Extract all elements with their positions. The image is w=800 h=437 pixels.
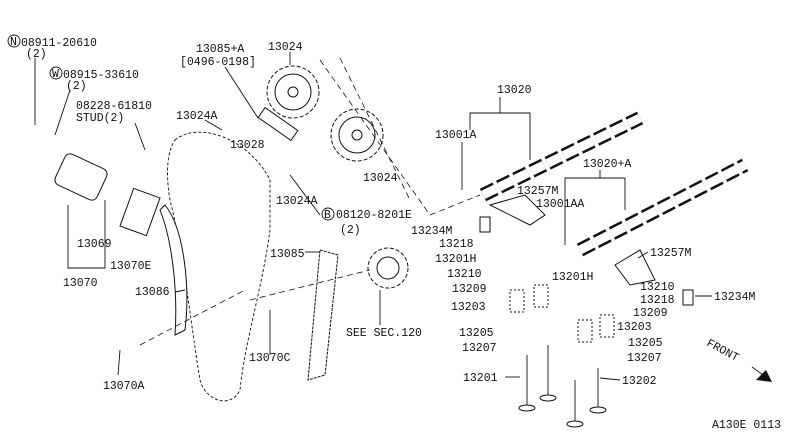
- label: 13201H: [435, 253, 476, 266]
- label: 08120-8201E: [336, 209, 412, 222]
- w-symbol-icon: [49, 66, 63, 80]
- label: 13205: [459, 327, 494, 340]
- guide-13085: [307, 249, 339, 381]
- rocker-left: [488, 194, 546, 226]
- b-symbol: B: [324, 209, 331, 222]
- label: 13218: [439, 238, 474, 251]
- rocker-right: [614, 249, 656, 286]
- leader-lines: [34, 52, 712, 381]
- label: 13201H: [552, 271, 593, 284]
- diagram-code: A130E 0113: [712, 419, 781, 432]
- label: 13203: [617, 321, 652, 334]
- label: SEE SEC.120: [346, 327, 422, 340]
- label: 08911-20610: [21, 37, 97, 50]
- label: 13070C: [249, 352, 291, 365]
- label: 13001AA: [536, 198, 584, 211]
- front-label: FRONT: [704, 337, 741, 365]
- label: 13234M: [411, 225, 453, 238]
- gasket: [119, 187, 161, 237]
- sprocket-top: [266, 65, 320, 119]
- dashed-alignment-lines: [139, 57, 481, 346]
- timing-chain: [167, 131, 271, 402]
- valves: [518, 345, 607, 428]
- label: (2): [26, 48, 47, 61]
- label: 13001A: [435, 129, 477, 142]
- label: 13210: [640, 281, 675, 294]
- label: 13257M: [650, 247, 692, 260]
- label: 13210: [447, 268, 482, 281]
- label: 13257M: [517, 185, 559, 198]
- valve-springs: [509, 284, 615, 343]
- tensioner-arm: [257, 106, 299, 142]
- label: 13201: [463, 372, 498, 385]
- label: 13024: [363, 172, 398, 185]
- label: 13070A: [103, 380, 145, 393]
- label: 13020+A: [583, 158, 631, 171]
- label: 13207: [462, 342, 497, 355]
- label: 13070E: [110, 260, 152, 273]
- n-symbol-icon: [7, 34, 21, 48]
- label: 13218: [640, 294, 675, 307]
- tensioner-body: [54, 153, 108, 201]
- label: 13209: [633, 307, 668, 320]
- lash-adjuster-right: [682, 289, 694, 306]
- label: 13207: [627, 352, 662, 365]
- w-symbol: W: [52, 68, 59, 81]
- chain-guide: [159, 204, 188, 336]
- label: 13209: [452, 283, 487, 296]
- label: 13203: [451, 301, 486, 314]
- label: (2): [66, 80, 87, 93]
- label: 13202: [622, 375, 657, 388]
- label: 13234M: [714, 291, 756, 304]
- label: STUD(2): [76, 112, 124, 125]
- label: (2): [340, 224, 361, 237]
- n-symbol: N: [10, 36, 17, 49]
- label: [0496-0198]: [180, 56, 256, 69]
- label: 13028: [230, 139, 265, 152]
- b-symbol-icon: [321, 207, 335, 221]
- label: 08228-61810: [76, 100, 152, 113]
- label: 13086: [135, 286, 170, 299]
- label: 13205: [628, 337, 663, 350]
- label: 13024A: [276, 195, 318, 208]
- label: 13024A: [176, 110, 218, 123]
- label: 13085+A: [196, 43, 244, 56]
- crank-sprocket: [367, 247, 409, 289]
- label: 13070: [63, 277, 98, 290]
- label: 13085: [270, 248, 305, 261]
- label: 08915-33610: [63, 69, 139, 82]
- front-arrow-icon: [751, 366, 772, 382]
- label: 13069: [77, 238, 112, 251]
- lash-adjuster-left: [479, 216, 491, 233]
- sprocket-right: [330, 108, 384, 162]
- label: 13024: [268, 41, 303, 54]
- label: 13020: [497, 84, 532, 97]
